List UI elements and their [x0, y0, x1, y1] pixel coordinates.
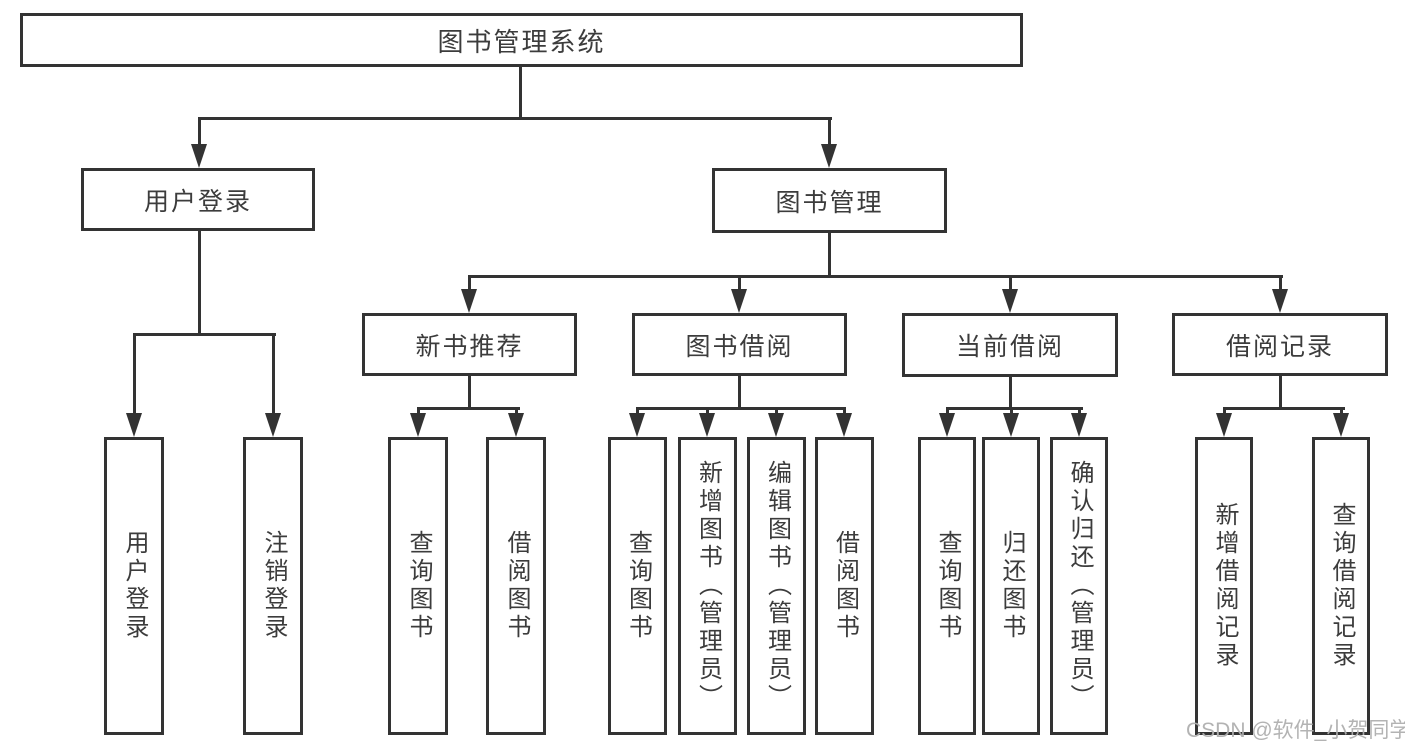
watermark: CSDN @软件_小贺同学 — [1186, 719, 1405, 742]
connector-new-book-bar — [416, 407, 520, 410]
arrowhead-down-icon — [731, 289, 747, 313]
arrowhead-down-icon — [821, 144, 837, 168]
arrowhead-down-icon — [939, 413, 955, 437]
leaf-query-borrow-record: 查询借阅记录 — [1312, 437, 1370, 735]
node-book-borrow: 图书借阅 — [632, 313, 847, 376]
connector-arrow-shaft — [737, 275, 741, 291]
arrowhead-down-icon — [191, 144, 207, 168]
connector-arrow-shaft — [1278, 275, 1282, 291]
connector-arrow-shaft — [1077, 407, 1081, 415]
arrowhead-down-icon — [629, 413, 645, 437]
connector-arrow-shaft — [1008, 275, 1012, 291]
connector-arrow-shaft — [132, 333, 136, 415]
arrowhead-down-icon — [126, 413, 142, 437]
connector-arrow-shaft — [1222, 407, 1226, 415]
connector-user-login-bar — [132, 333, 276, 336]
node-current-borrow: 当前借阅 — [902, 313, 1118, 377]
connector-current-borrow-stem — [1008, 377, 1012, 407]
arrowhead-down-icon — [1002, 289, 1018, 313]
connector-arrow-shaft — [197, 117, 201, 146]
leaf-add-borrow-record: 新增借阅记录 — [1195, 437, 1253, 735]
arrowhead-down-icon — [1003, 413, 1019, 437]
connector-book-borrow-bar — [635, 407, 846, 410]
arrowhead-down-icon — [1333, 413, 1349, 437]
connector-current-borrow-bar — [945, 407, 1083, 410]
connector-user-login-stem — [197, 231, 201, 333]
connector-arrow-shaft — [1339, 407, 1343, 415]
connector-arrow-shaft — [945, 407, 949, 415]
arrowhead-down-icon — [461, 289, 477, 313]
leaf-user-login: 用户登录 — [104, 437, 164, 735]
connector-arrow-shaft — [635, 407, 639, 415]
node-user-login-branch: 用户登录 — [81, 168, 315, 231]
leaf-query-book-1: 查询图书 — [388, 437, 448, 735]
connector-book-borrow-stem — [737, 376, 741, 407]
arrowhead-down-icon — [508, 413, 524, 437]
connector-book-mgmt-stem — [827, 233, 831, 275]
leaf-confirm-return-admin: 确认归还（管理员） — [1050, 437, 1108, 735]
connector-arrow-shaft — [1009, 407, 1013, 415]
connector-arrow-shaft — [842, 407, 846, 415]
leaf-edit-book-admin: 编辑图书（管理员） — [747, 437, 806, 735]
leaf-return-book: 归还图书 — [982, 437, 1040, 735]
connector-arrow-shaft — [827, 117, 831, 146]
connector-arrow-shaft — [514, 407, 518, 415]
connector-level3-bar — [467, 275, 1283, 278]
arrowhead-down-icon — [836, 413, 852, 437]
connector-borrow-record-stem — [1278, 376, 1282, 407]
connector-root-stem — [518, 67, 522, 117]
leaf-logout: 注销登录 — [243, 437, 303, 735]
leaf-query-book-3: 查询图书 — [918, 437, 976, 735]
connector-arrow-shaft — [467, 275, 471, 291]
connector-arrow-shaft — [774, 407, 778, 415]
connector-borrow-record-bar — [1222, 407, 1345, 410]
leaf-query-book-2: 查询图书 — [608, 437, 667, 735]
connector-level2-bar — [197, 117, 832, 120]
arrowhead-down-icon — [699, 413, 715, 437]
connector-arrow-shaft — [705, 407, 709, 415]
arrowhead-down-icon — [265, 413, 281, 437]
connector-arrow-shaft — [271, 333, 275, 415]
leaf-borrow-book-1: 借阅图书 — [486, 437, 546, 735]
node-borrow-record: 借阅记录 — [1172, 313, 1388, 376]
arrowhead-down-icon — [410, 413, 426, 437]
node-book-management-branch: 图书管理 — [712, 168, 947, 233]
arrowhead-down-icon — [768, 413, 784, 437]
leaf-borrow-book-2: 借阅图书 — [815, 437, 874, 735]
leaf-add-book-admin: 新增图书（管理员） — [678, 437, 737, 735]
arrowhead-down-icon — [1216, 413, 1232, 437]
node-new-book-recommend: 新书推荐 — [362, 313, 577, 376]
arrowhead-down-icon — [1071, 413, 1087, 437]
arrowhead-down-icon — [1272, 289, 1288, 313]
connector-arrow-shaft — [416, 407, 420, 415]
node-root-library-system: 图书管理系统 — [20, 13, 1023, 67]
connector-new-book-stem — [467, 376, 471, 407]
